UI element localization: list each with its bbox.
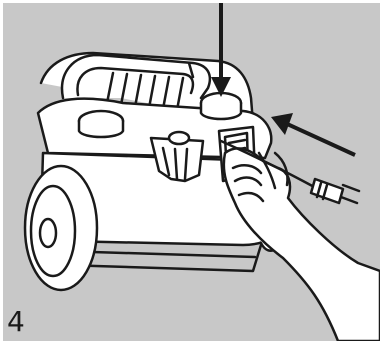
step-number: 4 — [7, 308, 25, 336]
arrow-left-diagonal-icon — [271, 113, 355, 155]
vacuum-illustration — [3, 3, 380, 341]
plug-icon — [311, 179, 359, 203]
arrow-down-icon — [211, 3, 231, 97]
left-wheel — [25, 166, 97, 290]
